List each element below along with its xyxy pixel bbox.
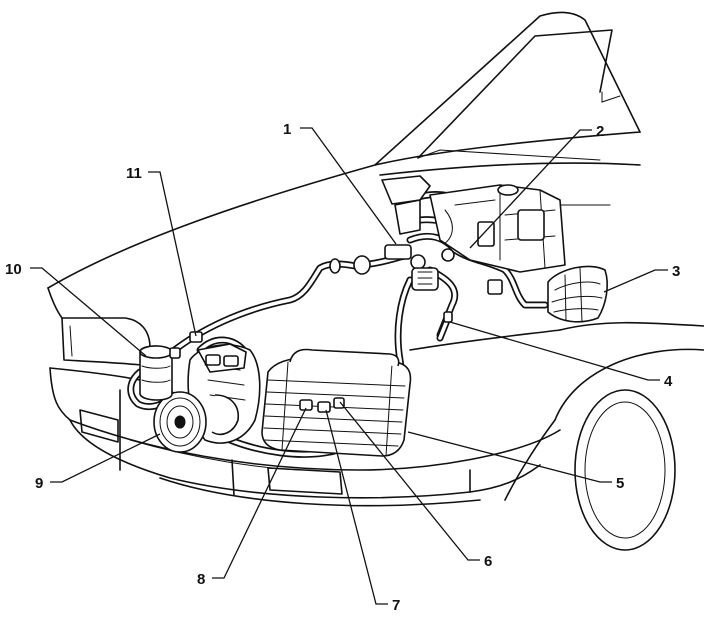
accumulator	[547, 265, 608, 323]
callout-11: 11	[126, 165, 142, 182]
callout-2: 2	[596, 123, 604, 140]
leader-1	[300, 127, 397, 245]
leader-8	[212, 407, 307, 579]
callout-labels: 1 2 3 4 5 6 7 8 9 10 11	[5, 121, 680, 614]
leader-lines	[30, 127, 668, 605]
leader-6	[339, 401, 480, 561]
receiver-drier	[139, 345, 181, 401]
callout-8: 8	[197, 571, 205, 588]
condenser	[261, 348, 412, 457]
leader-10	[30, 267, 147, 357]
callout-10: 10	[5, 261, 22, 278]
leader-3	[603, 269, 668, 293]
pressure-line-fitting	[189, 331, 203, 343]
callout-3: 3	[672, 263, 680, 280]
leader-7	[325, 409, 388, 605]
leader-5	[407, 431, 612, 483]
callout-6: 6	[484, 553, 492, 570]
temperature-sensor	[436, 311, 453, 342]
leader-2	[469, 129, 592, 249]
leader-4	[449, 321, 660, 381]
callout-7: 7	[392, 597, 400, 614]
leader-11	[148, 171, 197, 337]
callout-1: 1	[283, 121, 291, 138]
car-body	[47, 11, 704, 551]
expansion-valve	[329, 244, 503, 295]
compressor	[153, 343, 261, 453]
callout-4: 4	[664, 373, 673, 390]
leader-9	[50, 433, 161, 483]
callout-9: 9	[35, 475, 43, 492]
evaporator-housing	[381, 175, 611, 273]
callout-5: 5	[616, 475, 624, 492]
